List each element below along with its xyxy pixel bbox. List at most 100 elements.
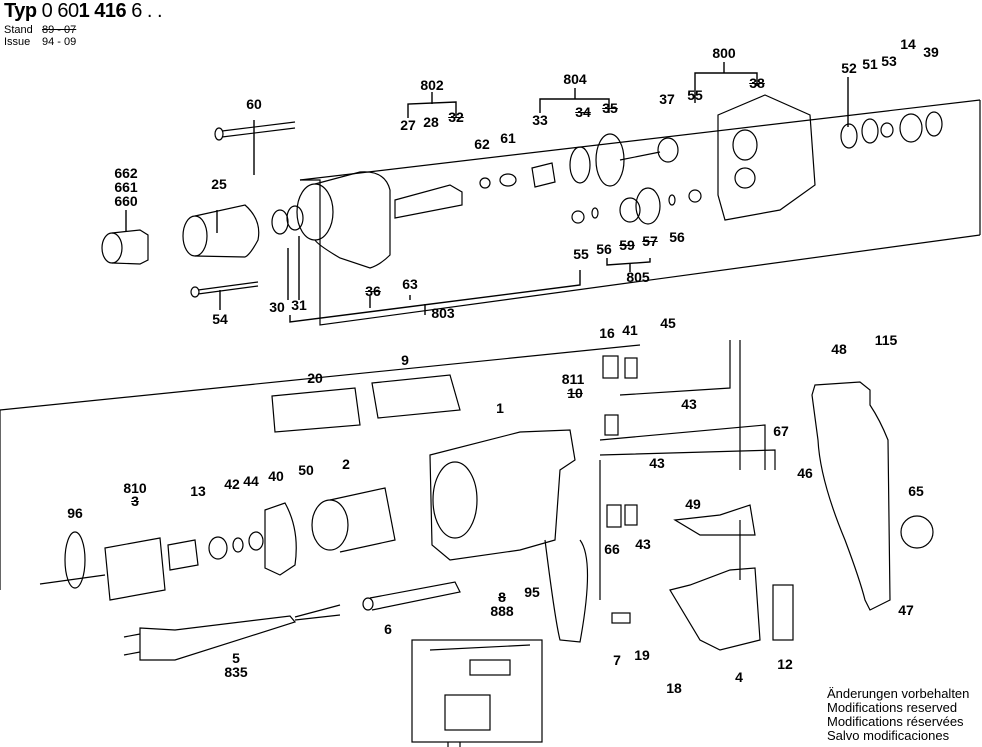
part-label-810[interactable]: 810	[123, 480, 147, 496]
part-label-13[interactable]: 13	[190, 483, 206, 499]
part-label-36[interactable]: 36	[365, 283, 381, 299]
part-label-835[interactable]: 835	[224, 664, 248, 680]
upper-plane-outline	[299, 99, 981, 326]
notice-fr: Modifications réservées	[827, 714, 964, 729]
field-coil	[311, 487, 396, 553]
part-label-662[interactable]: 662	[114, 165, 138, 181]
part-label-1[interactable]: 1	[496, 400, 504, 416]
part-label-6[interactable]: 6	[384, 621, 392, 637]
stand-label: Stand	[4, 24, 33, 36]
part-label-115[interactable]: 115	[874, 332, 898, 348]
switch-parts	[611, 504, 794, 651]
wiring-harness	[599, 340, 776, 600]
part-label-53[interactable]: 53	[881, 53, 897, 69]
part-label-34[interactable]: 34	[575, 104, 591, 120]
brush-holder-parts	[602, 355, 638, 528]
issue-label: Issue	[4, 36, 31, 48]
part-label-43-upper[interactable]: 43	[681, 396, 697, 412]
part-label-41[interactable]: 41	[622, 322, 638, 338]
part-label-5[interactable]: 5	[232, 650, 240, 666]
part-label-802[interactable]: 802	[420, 77, 444, 93]
part-label-67[interactable]: 67	[773, 423, 789, 439]
part-label-57[interactable]: 57	[642, 233, 658, 249]
type-number: Typ 0 601 416 6 . .	[4, 0, 163, 23]
modifications-notice: Änderungen vorbehalten Modifications res…	[827, 687, 969, 743]
notice-en: Modifications reserved	[827, 700, 958, 715]
part-label-61[interactable]: 61	[500, 130, 516, 146]
part-label-805[interactable]: 805	[626, 269, 650, 285]
part-label-42[interactable]: 42	[224, 476, 240, 492]
part-label-52[interactable]: 52	[841, 60, 857, 76]
part-label-56-left[interactable]: 56	[596, 241, 612, 257]
part-label-50[interactable]: 50	[298, 462, 314, 478]
typ-number-suffix: 6 . .	[131, 0, 163, 22]
part-label-803[interactable]: 803	[431, 305, 455, 321]
part-label-25[interactable]: 25	[211, 176, 227, 192]
leader-lines	[125, 62, 849, 323]
part-label-8[interactable]: 8	[498, 589, 506, 605]
part-label-16[interactable]: 16	[599, 325, 615, 341]
part-label-800[interactable]: 800	[712, 45, 736, 61]
screw-60	[214, 121, 296, 141]
fan-baffle	[264, 502, 297, 576]
part-label-4[interactable]: 4	[735, 669, 743, 685]
bearing-stack	[840, 111, 943, 149]
part-label-39[interactable]: 39	[923, 44, 939, 60]
part-label-51[interactable]: 51	[862, 56, 878, 72]
power-cord	[123, 604, 341, 661]
type-header: Typ 0 601 416 6 . .	[4, 0, 163, 23]
part-label-28[interactable]: 28	[423, 114, 439, 130]
part-label-10[interactable]: 10	[567, 385, 583, 401]
part-label-38[interactable]: 38	[749, 75, 765, 91]
handle-half	[811, 381, 891, 611]
typ-number-bold: 1 416	[78, 0, 127, 22]
part-label-7[interactable]: 7	[613, 652, 621, 668]
part-label-66[interactable]: 66	[604, 541, 620, 557]
part-label-46[interactable]: 46	[797, 465, 813, 481]
part-label-661[interactable]: 661	[114, 179, 138, 195]
part-label-35[interactable]: 35	[602, 100, 618, 116]
part-label-60[interactable]: 60	[246, 96, 262, 112]
part-label-95[interactable]: 95	[524, 584, 540, 600]
part-label-62[interactable]: 62	[474, 136, 490, 152]
part-label-65[interactable]: 65	[908, 483, 924, 499]
part-label-12[interactable]: 12	[777, 656, 793, 672]
part-label-59[interactable]: 59	[619, 237, 635, 253]
gear-housing	[271, 171, 463, 269]
part-label-40[interactable]: 40	[268, 468, 284, 484]
part-label-43-middle[interactable]: 43	[649, 455, 665, 471]
part-label-888[interactable]: 888	[490, 603, 514, 619]
part-label-811[interactable]: 811	[561, 371, 585, 387]
typ-label: Typ	[4, 0, 37, 22]
part-label-96[interactable]: 96	[67, 505, 83, 521]
part-label-37[interactable]: 37	[659, 91, 675, 107]
part-label-20[interactable]: 20	[307, 370, 323, 386]
part-label-32[interactable]: 32	[448, 109, 464, 125]
part-label-14[interactable]: 14	[900, 36, 916, 52]
part-label-33[interactable]: 33	[532, 112, 548, 128]
part-label-47[interactable]: 47	[898, 602, 914, 618]
part-label-18[interactable]: 18	[666, 680, 682, 696]
part-label-31[interactable]: 31	[291, 297, 307, 313]
part-label-19[interactable]: 19	[634, 647, 650, 663]
part-label-55-upper[interactable]: 55	[687, 87, 703, 103]
part-label-63[interactable]: 63	[402, 276, 418, 292]
part-label-660[interactable]: 660	[114, 193, 138, 209]
part-label-56-right[interactable]: 56	[669, 229, 685, 245]
part-label-44[interactable]: 44	[243, 473, 259, 489]
part-label-804[interactable]: 804	[563, 71, 587, 87]
part-label-43-lower[interactable]: 43	[635, 536, 651, 552]
part-label-54[interactable]: 54	[212, 311, 228, 327]
part-label-27[interactable]: 27	[400, 117, 416, 133]
part-label-48[interactable]: 48	[831, 341, 847, 357]
part-label-49[interactable]: 49	[685, 496, 701, 512]
issue-value: 94 - 09	[42, 36, 77, 48]
part-label-3[interactable]: 3	[131, 493, 139, 509]
part-label-55-lower[interactable]: 55	[573, 246, 589, 262]
part-label-45[interactable]: 45	[660, 315, 676, 331]
part-label-2[interactable]: 2	[342, 456, 350, 472]
part-label-9[interactable]: 9	[401, 352, 409, 368]
part-label-30[interactable]: 30	[269, 299, 285, 315]
notice-es: Salvo modificaciones	[827, 728, 950, 743]
